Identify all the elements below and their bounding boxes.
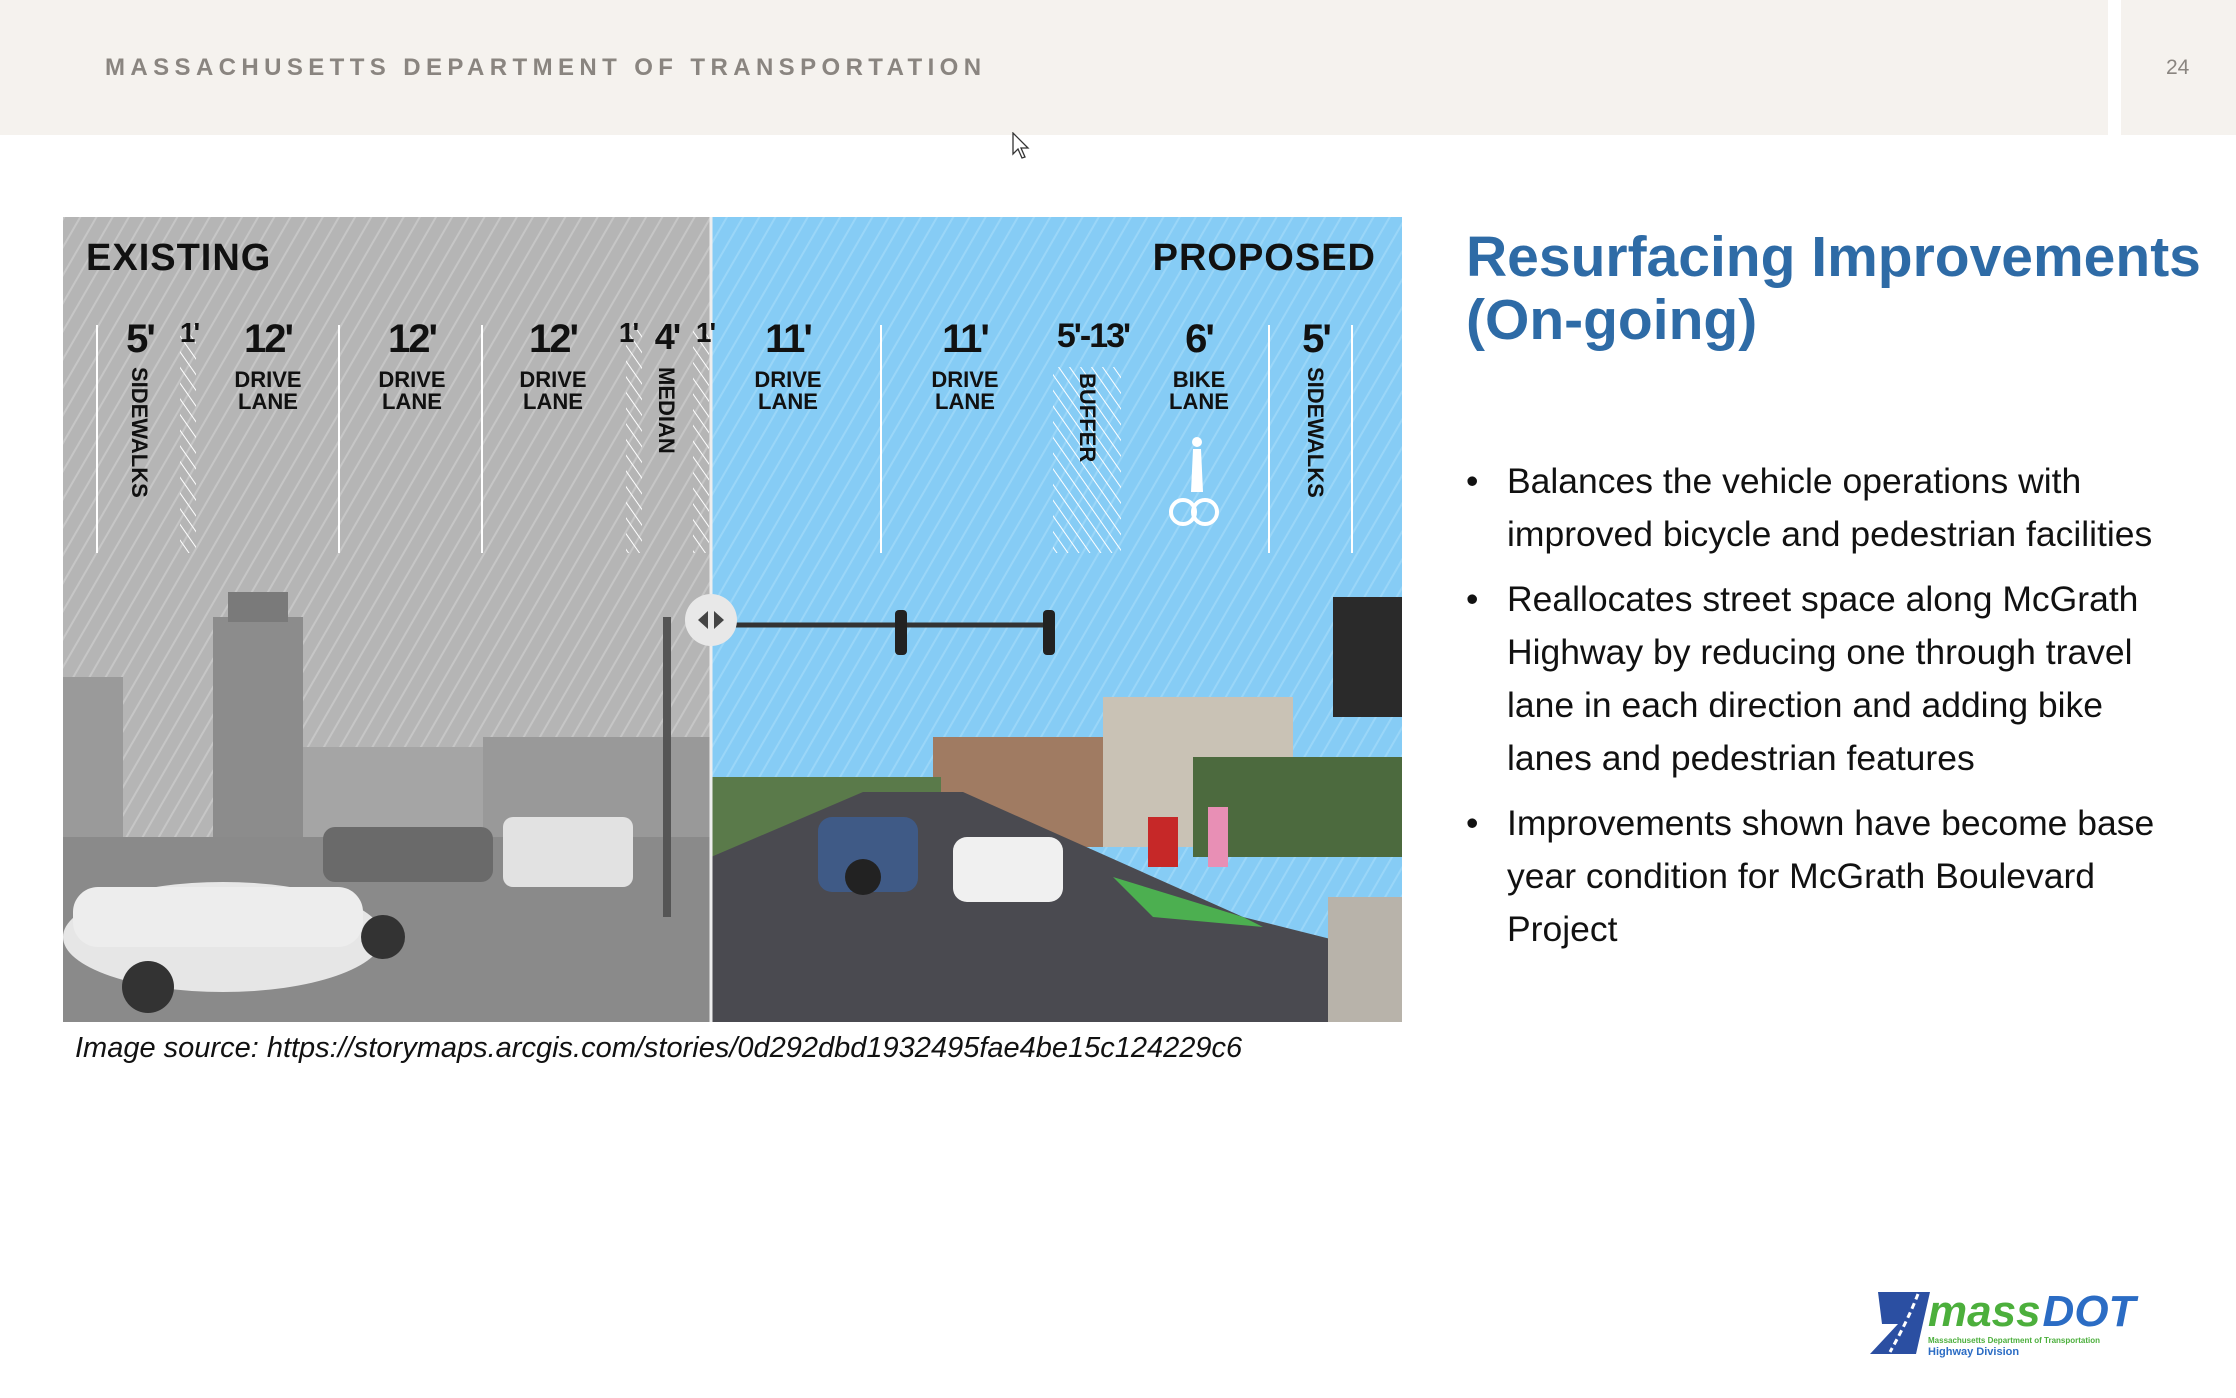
compare-slider-handle[interactable]: [685, 594, 737, 646]
proposed-label: PROPOSED: [1152, 237, 1376, 279]
lane-name: SIDEWALKS: [1303, 367, 1328, 498]
bullet-item: Balances the vehicle operations with imp…: [1466, 455, 2166, 561]
lane-width: 6': [1185, 317, 1215, 361]
logo-brand-mass: mass: [1928, 1287, 2041, 1336]
bullet-list: Balances the vehicle operations with imp…: [1466, 455, 2166, 968]
logo-subtitle: Massachusetts Department of Transportati…: [1928, 1336, 2101, 1345]
existing-label: EXISTING: [86, 237, 272, 279]
lane-name: SIDEWALKS: [127, 367, 152, 498]
bullet-item: Improvements shown have become base year…: [1466, 797, 2166, 956]
street-scene-image: [63, 217, 1402, 1022]
lane-width: 12': [387, 317, 438, 361]
lane-width: 11': [765, 317, 813, 361]
lane-width: 5': [126, 317, 156, 361]
lane-name: DRIVE LANE: [931, 367, 999, 414]
lane-width: 1': [179, 317, 200, 348]
slide-title: Resurfacing Improvements (On-going): [1466, 225, 2201, 352]
logo-brand-dot: DOT: [2042, 1287, 2136, 1336]
lane-width: 5'-13': [1056, 317, 1131, 355]
header-bar: MASSACHUSETTS DEPARTMENT OF TRANSPORTATI…: [0, 0, 2108, 135]
lane-name: BUFFER: [1075, 373, 1100, 463]
lane-width: 12': [528, 317, 579, 361]
lane-name: DRIVE LANE: [378, 367, 446, 414]
lane-name: DRIVE LANE: [519, 367, 587, 414]
lane-width: 1': [695, 317, 716, 348]
massdot-logo: mass DOT Massachusetts Department of Tra…: [1868, 1290, 2135, 1362]
lane-width: 5': [1302, 317, 1332, 361]
lane-name: DRIVE LANE: [234, 367, 302, 414]
organization-name: MASSACHUSETTS DEPARTMENT OF TRANSPORTATI…: [105, 54, 987, 81]
existing-vs-proposed-figure: EXISTING PROPOSED 5' SIDEWALKS 1' 12' DR…: [63, 217, 1402, 1022]
logo-division: Highway Division: [1928, 1346, 2020, 1358]
road-mark-icon: [1870, 1292, 1930, 1354]
lane-width: 11': [942, 317, 990, 361]
page-number: 24: [2166, 56, 2190, 79]
lane-name: DRIVE LANE: [754, 367, 822, 414]
lane-name: MEDIAN: [654, 367, 679, 454]
page-number-box: 24: [2121, 0, 2236, 135]
mouse-cursor-icon: [1012, 132, 1030, 159]
lane-name: BIKE LANE: [1169, 367, 1229, 414]
arrow-left-icon: [698, 611, 708, 629]
logo-wordmark: mass DOT: [1928, 1290, 2135, 1336]
lane-width: 4': [654, 316, 682, 357]
lane-width: 1': [618, 317, 639, 348]
arrow-right-icon: [714, 611, 724, 629]
bullet-item: Reallocates street space along McGrath H…: [1466, 573, 2166, 785]
logo-text: mass DOT Massachusetts Department of Tra…: [1928, 1290, 2135, 1359]
lane-width: 12': [243, 317, 294, 361]
image-caption: Image source: https://storymaps.arcgis.c…: [75, 1032, 1243, 1064]
